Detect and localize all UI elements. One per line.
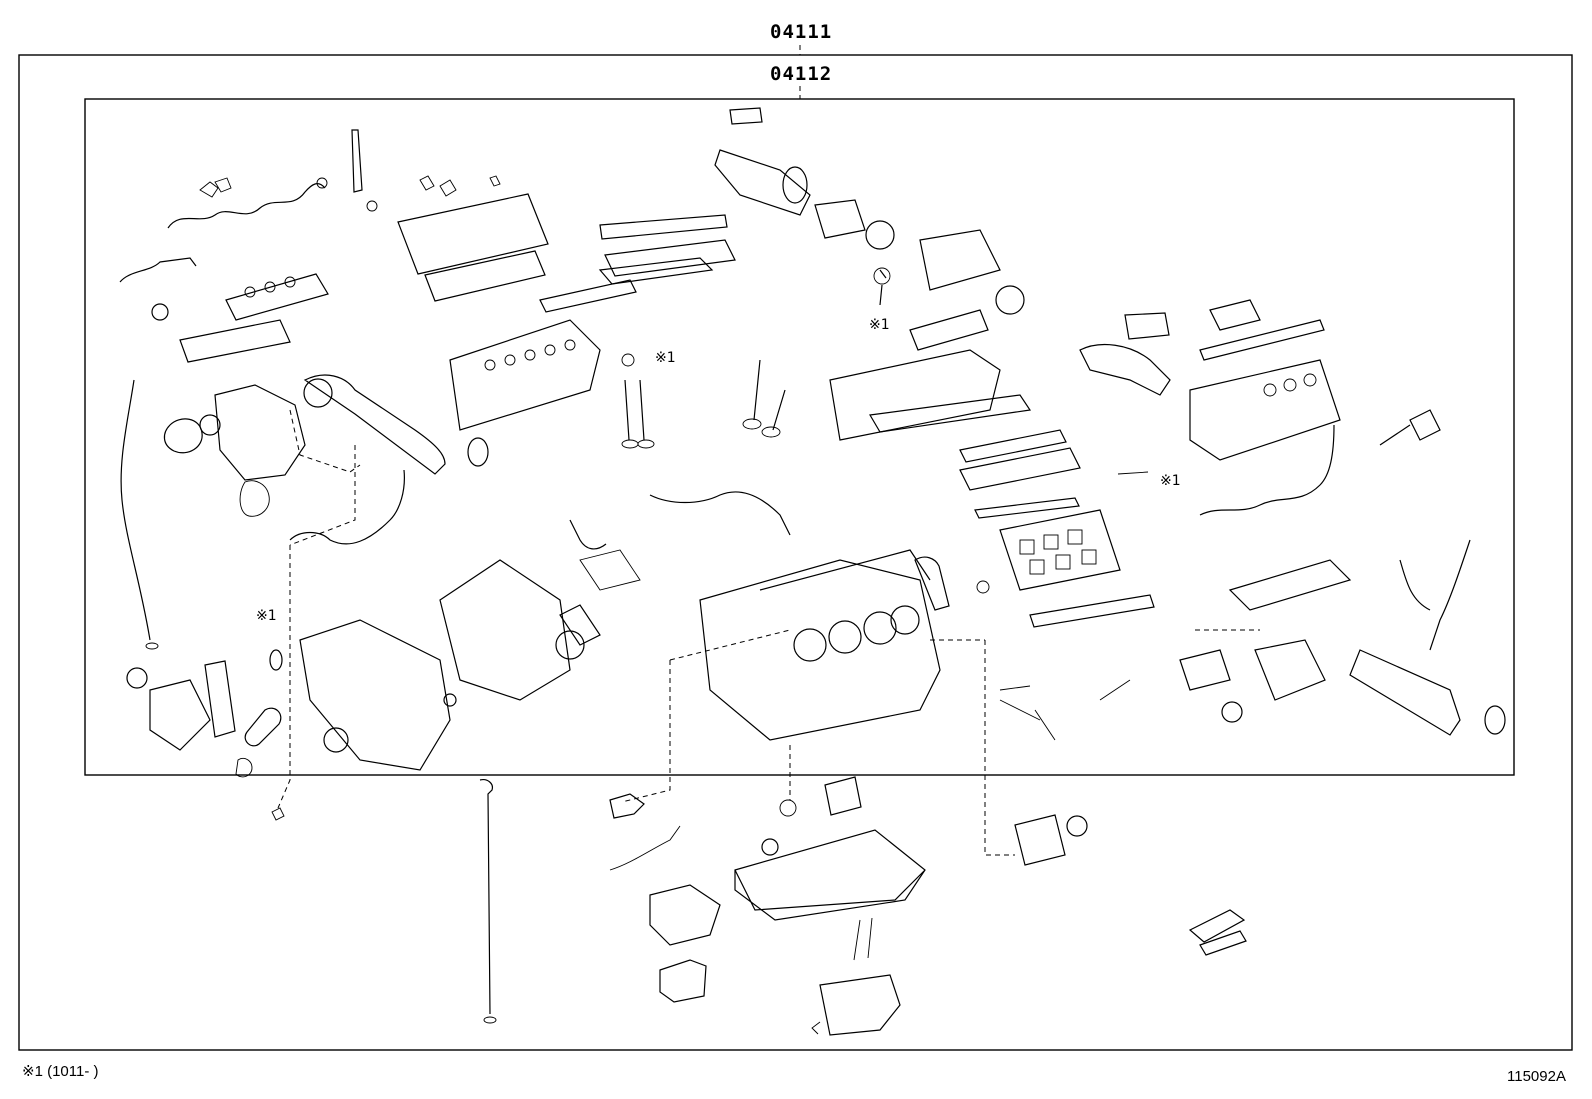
intake-gasket-top [599, 214, 728, 240]
head-gasket-strip-left [539, 279, 637, 313]
front-crank-seal [323, 727, 349, 753]
wire-harness-right [1199, 424, 1335, 516]
throttle-body [814, 199, 866, 239]
wire-harness-lower-left [289, 469, 405, 545]
exhaust-manifold-gasket-left-1 [225, 273, 329, 321]
cylinder-head-right-bank [999, 509, 1121, 591]
callout-1-b: ※1 [869, 317, 890, 333]
pipe-gasket-upper-right [1124, 312, 1170, 340]
inner-kit-label: 04112 [770, 63, 833, 85]
throttle-body-gasket [865, 220, 895, 250]
o-ring-right [1221, 701, 1243, 723]
intake-manifold-center [829, 349, 1001, 441]
cylinder-head-cover-right [1189, 359, 1341, 461]
outlet-gasket [995, 285, 1025, 315]
cylinder-head-left-bank [449, 319, 601, 431]
head-gasket-right-2 [959, 447, 1081, 491]
head-gasket-right-3 [974, 497, 1080, 519]
timing-chain-cover-left [299, 619, 451, 771]
housing-left [214, 384, 306, 481]
wire-harness-center [649, 491, 791, 536]
o-ring-upper [366, 200, 378, 212]
water-pipe-upper-right [1079, 343, 1171, 396]
dipstick [479, 779, 493, 1015]
outer-kit-frame [18, 54, 1573, 1051]
leader-sensor-left [277, 545, 291, 809]
gasket-ring-left [151, 303, 169, 321]
pump-cover-left [204, 660, 236, 738]
valve-pair-left [624, 379, 645, 441]
sensor-bottom-left [271, 807, 285, 821]
water-pump-housing-right [1254, 639, 1326, 701]
wire-harness-upper-left [167, 183, 326, 229]
bracket-left [119, 257, 197, 283]
oil-level-sensor [609, 793, 645, 819]
oil-pan-lower [819, 974, 901, 1036]
hose-center [914, 556, 950, 611]
oil-pump-left [149, 679, 211, 751]
intake-manifold-top [604, 239, 736, 277]
valve-pair-center [753, 359, 786, 431]
pipe-flange-gasket [303, 378, 333, 408]
exhaust-gasket-right [1029, 594, 1155, 628]
oil-pressure-line [609, 825, 681, 871]
cylinder-head-cover-1 [397, 193, 549, 275]
pump-o-ring-left [269, 649, 283, 671]
filter-bracket [824, 776, 862, 816]
head-gasket-right-1 [959, 429, 1067, 463]
inner-kit-frame [84, 98, 1515, 776]
throttle-gasket-top [729, 107, 763, 125]
dipstick-guide-left [120, 379, 151, 641]
oil-pan-upper [734, 829, 926, 921]
oil-cooler [659, 959, 707, 1003]
footnote: ※1 (1011- ) [22, 1063, 99, 1080]
cover-gasket-center [555, 630, 585, 660]
water-outlet-housing [919, 229, 1001, 291]
wire-harness-far-right [1429, 539, 1471, 651]
oil-filter-housing [649, 884, 721, 946]
water-pipe-center-left [303, 374, 446, 475]
grommet-upper-left [316, 177, 328, 189]
seal-left [199, 414, 221, 436]
oil-strainer-pipe [853, 917, 873, 961]
dipstick-tube-upper [351, 129, 363, 193]
plenum-gasket [909, 309, 989, 351]
rear-crank-seal [1066, 815, 1088, 837]
callout-1-c: ※1 [1160, 473, 1181, 489]
bracket-center [579, 549, 641, 591]
elbow-left [163, 418, 203, 454]
rear-cover [1014, 814, 1066, 866]
timing-chain-cover-center [439, 559, 571, 701]
connector-cluster-upper-left [199, 177, 232, 198]
water-pipe-lower-right [1349, 649, 1461, 736]
intake-gasket-loose [1188, 909, 1247, 956]
exhaust-manifold-right [1228, 559, 1352, 611]
leader-rear-seal [984, 640, 1015, 856]
exhaust-manifold-gasket-left-2 [179, 319, 291, 363]
figure-code: 115092A [1507, 1068, 1566, 1085]
outer-kit-label: 04111 [770, 21, 833, 43]
callout-1-d: ※1 [256, 608, 277, 624]
callout-1-a: ※1 [655, 350, 676, 366]
cylinder-block [699, 559, 941, 741]
sensor-right [1379, 409, 1441, 446]
head-cover-gasket-1 [424, 250, 546, 302]
intake-duct-top [714, 149, 811, 216]
pipe-end-seal [467, 437, 489, 467]
leader-sensor-center [621, 660, 671, 803]
